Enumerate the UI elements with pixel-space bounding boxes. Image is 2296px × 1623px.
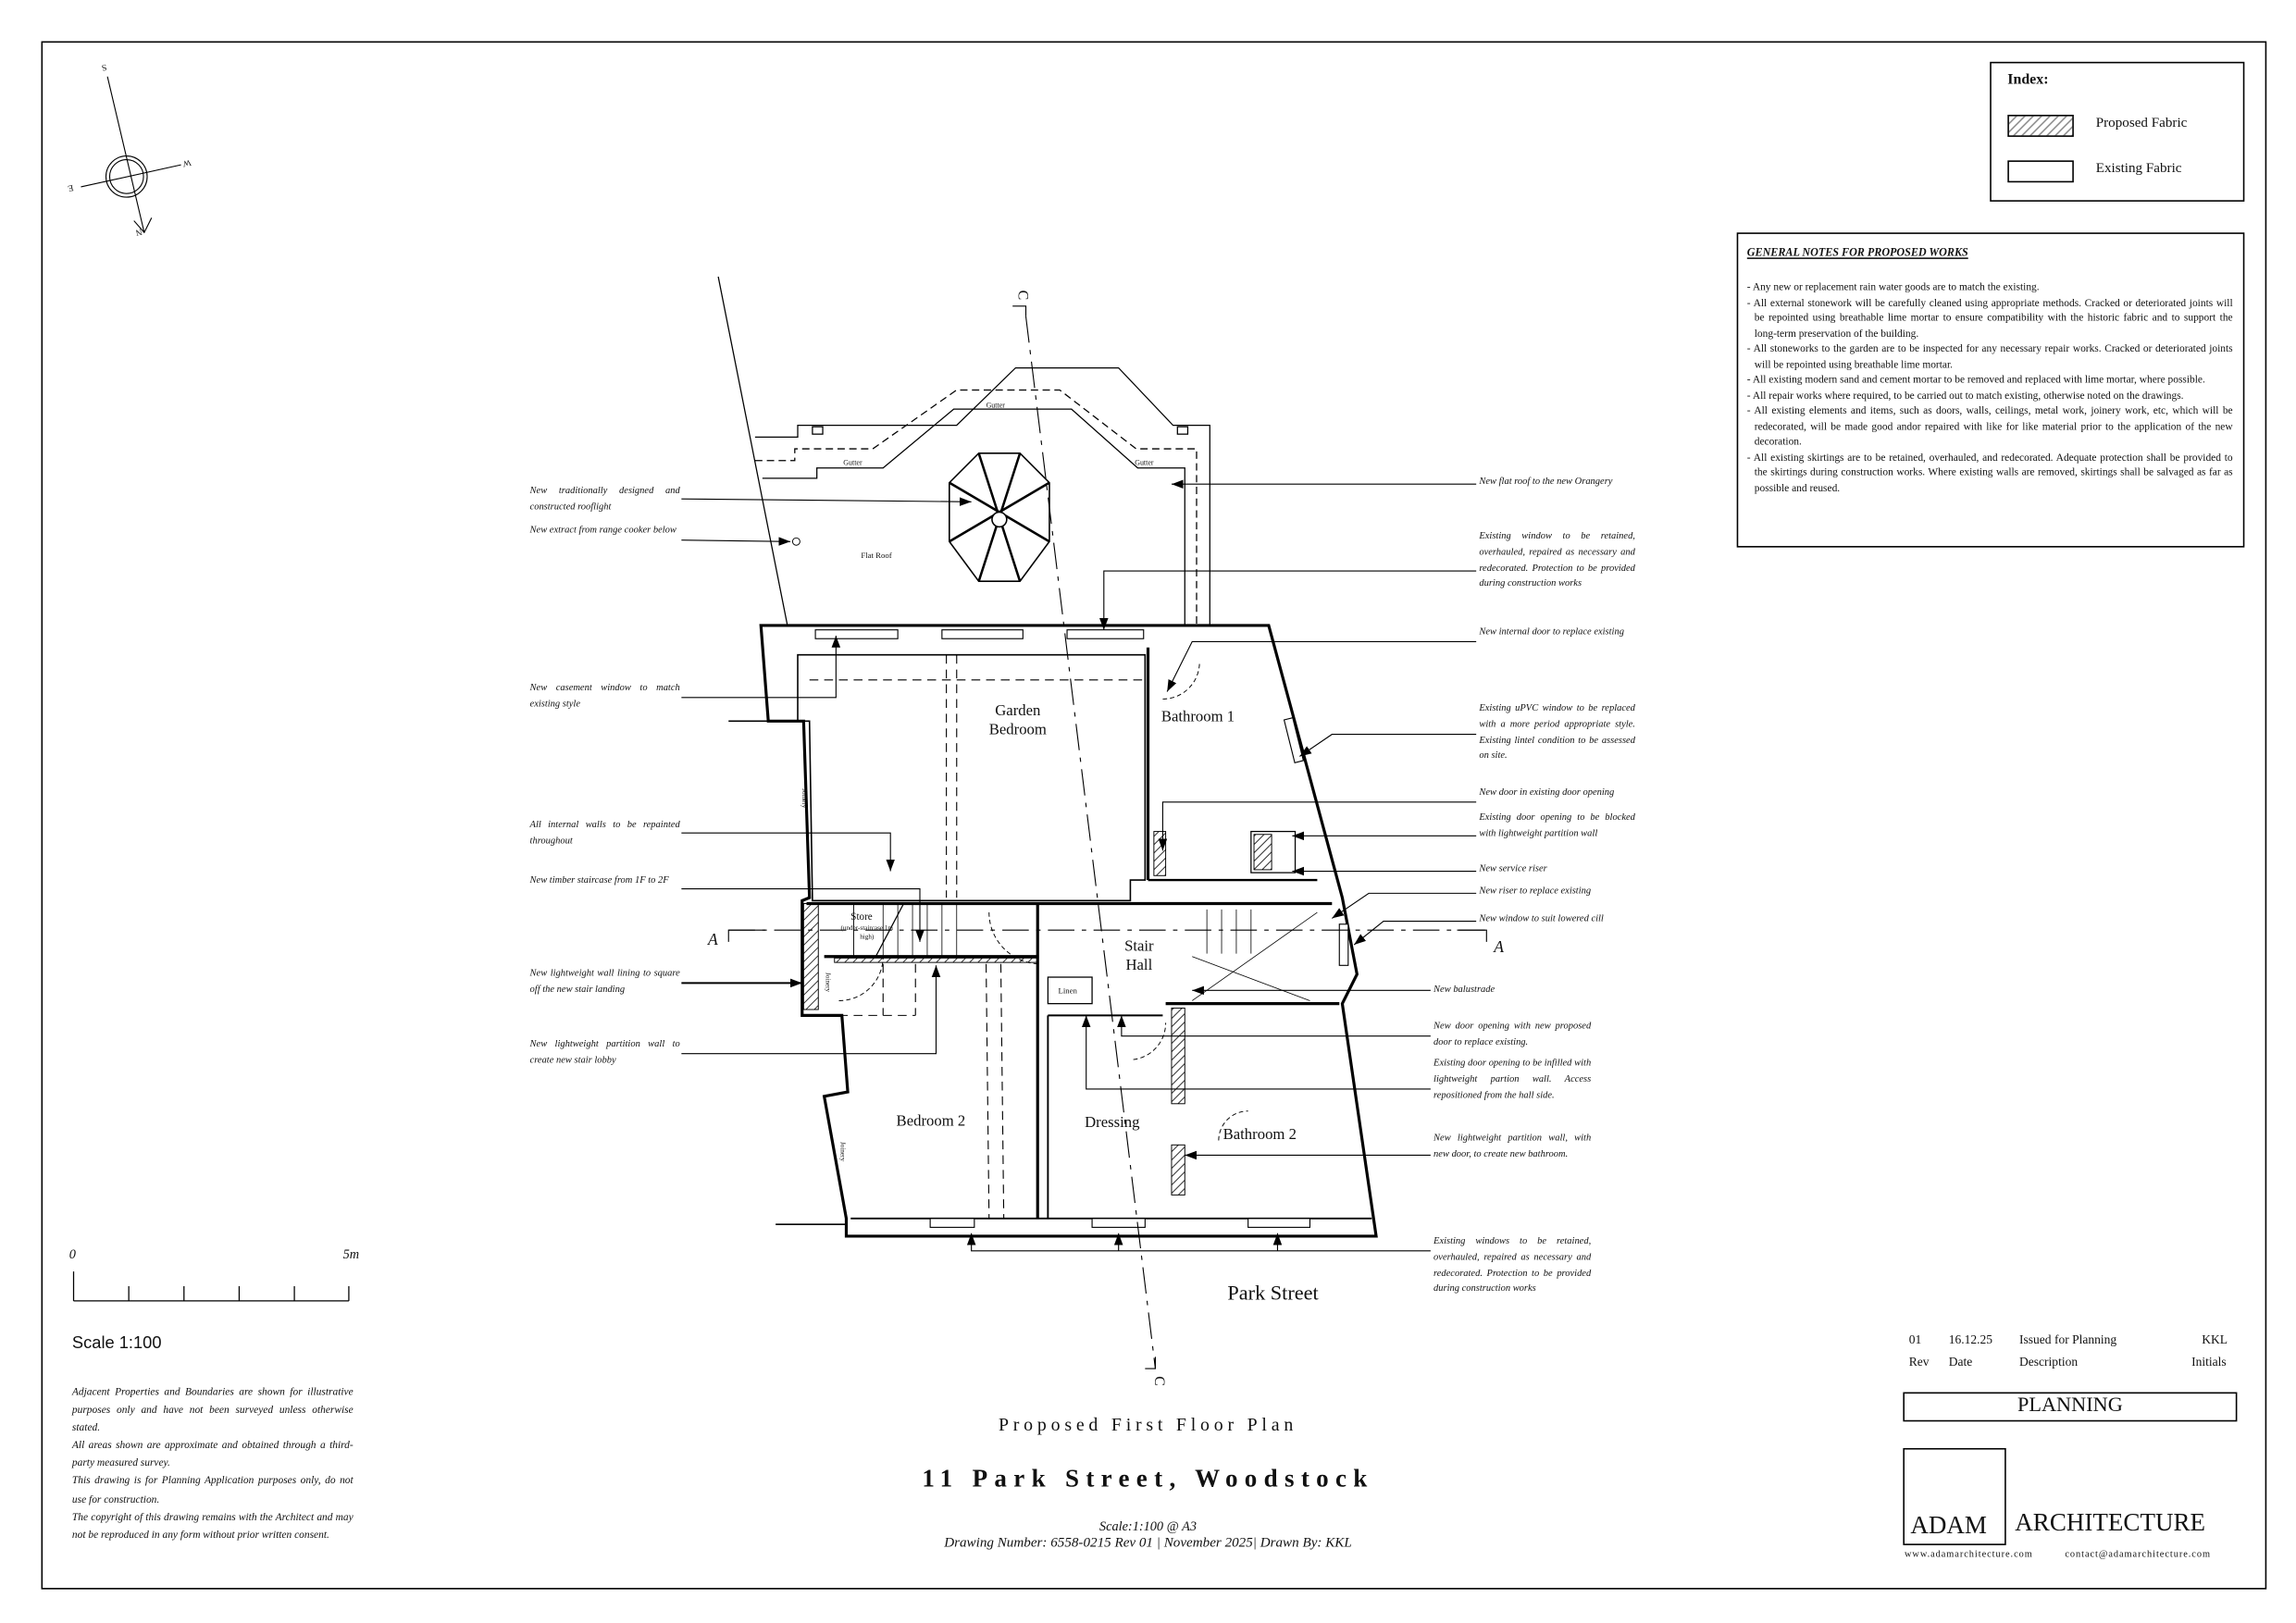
index-legend: Index: Proposed Fabric Existing Fabric [1990,61,2245,202]
annotation: New timber staircase from 1F to 2F [529,875,669,886]
index-title: Index: [2007,71,2049,89]
general-note: - All existing modern sand and cement mo… [1746,373,2205,386]
scale-info: Scale:1:100 @ A3 [1098,1518,1198,1534]
general-note: - All repair works where required, to be… [1746,389,2184,402]
general-note: - All external stonework will be careful… [1746,296,2233,340]
room-label-bathroom-1: Bathroom 1 [1160,709,1235,726]
annotation: New window to suit lowered cill [1479,913,1604,924]
annotation: New traditionally designed and construct… [529,485,680,513]
revision-header-rev: Rev [1908,1354,1930,1369]
room-label-bedroom-2: Bedroom 2 [896,1113,966,1131]
revision-number: 01 [1908,1332,1922,1347]
disclaimer-text: Adjacent Properties and Boundaries are s… [71,1386,354,1434]
revision-date: 16.12.25 [1948,1332,1993,1347]
joinery-label: Joinery [838,1141,847,1162]
north-arrow-icon [81,76,181,234]
annotation-leaders [681,479,1477,1252]
brand-website: www.adamarchitecture.com [1904,1549,2033,1560]
general-note: - All existing skirtings are to be retai… [1746,451,2233,494]
disclaimer-text: This drawing is for Planning Application… [71,1475,354,1505]
annotation: New internal door to replace existing [1479,626,1624,638]
general-note: - All stoneworks to the garden are to be… [1746,342,2233,370]
store-note: (under-staircase 1m high) [840,923,894,941]
revision-header-date: Date [1948,1354,1973,1369]
scale-bar [72,1271,350,1302]
brand-logo-text: ADAM [1910,1511,1987,1540]
annotation: New casement window to match existing st… [529,682,680,710]
annotation: New lightweight wall lining to square of… [529,968,680,995]
compass-west: W [181,156,192,167]
annotation: New riser to replace existing [1479,886,1592,897]
proposed-fabric-swatch [2007,115,2074,137]
annotation: Existing window to be retained, overhaul… [1479,531,1635,589]
revision-description: Issued for Planning [2019,1332,2117,1347]
existing-fabric-swatch [2007,160,2074,183]
disclaimer-text: The copyright of this drawing remains wi… [71,1510,354,1541]
revision-initials: KKL [2202,1332,2228,1347]
project-title: 11 Park Street, Woodstock [922,1464,1374,1493]
general-notes-title: GENERAL NOTES FOR PROPOSED WORKS [1746,245,1968,259]
brand-email: contact@adamarchitecture.com [2065,1549,2211,1560]
room-label-linen: Linen [1058,987,1077,997]
section-lines [727,305,1487,1369]
general-note: - Any new or replacement rain water good… [1746,280,2040,293]
sheet-border [41,41,2267,1590]
disclaimer-notes: Adjacent Properties and Boundaries are s… [72,1383,354,1543]
annotation: All internal walls to be repainted throu… [529,819,680,847]
boundary-line [717,276,788,626]
annotation: Existing uPVC window to be replaced with… [1479,703,1635,762]
annotation: Existing door opening to be blocked with… [1479,812,1635,839]
room-label-store: Store [850,911,873,923]
annotation: New extract from range cooker below [529,525,676,536]
joinery-label: Joinery [800,788,809,809]
joinery-label: Joinery [824,973,832,993]
revision-header-initials: Initials [2191,1354,2227,1369]
brand-name: ARCHITECTURE [2015,1508,2206,1537]
scale-end: 5m [342,1246,360,1261]
section-a-label: A [1494,938,1504,957]
drawing-title: Proposed First Floor Plan [998,1414,1298,1435]
status-badge: PLANNING [1903,1392,2238,1422]
annotation: New service riser [1479,863,1547,874]
room-label-dressing: Dressing [1085,1115,1140,1133]
revision-header-description: Description [2019,1354,2079,1369]
annotation: New door opening with new proposed door … [1433,1021,1592,1048]
general-notes-panel: GENERAL NOTES FOR PROPOSED WORKS - Any n… [1736,232,2245,548]
flat-roof-label: Flat Roof [861,551,892,561]
brand-logo: ADAM [1903,1447,2006,1545]
section-c-label: C [1150,1376,1167,1386]
disclaimer-text: All areas shown are approximate and obta… [71,1439,354,1469]
annotation: New door in existing door opening [1479,787,1615,798]
annotation: New balustrade [1433,984,1496,996]
index-item-label: Existing Fabric [2095,161,2182,177]
scale-label: Scale 1:100 [71,1334,162,1353]
rooflight-icon [949,452,1050,583]
building-walls [728,624,1378,1238]
gutter-label: Gutter [843,460,863,468]
general-note: - All existing elements and items, such … [1746,404,2233,448]
annotation: New lightweight partition wall, with new… [1433,1133,1592,1159]
section-a-label: A [707,931,718,949]
street-label: Park Street [1227,1282,1319,1306]
annotation: Existing door opening to be infilled wit… [1433,1058,1592,1100]
scale-start: 0 [68,1246,76,1261]
room-label-stair-hall: Stair Hall [1124,938,1154,974]
gutter-label: Gutter [986,403,1005,411]
orangery-roof [754,366,1210,626]
annotation: New lightweight partition wall to create… [529,1038,680,1066]
gutter-label: Gutter [1135,460,1154,468]
room-label-garden-bedroom: Garden Bedroom [988,703,1047,739]
annotation: Existing windows to be retained, overhau… [1433,1235,1592,1295]
index-item-label: Proposed Fabric [2095,116,2188,131]
drawing-info: Drawing Number: 6558-0215 Rev 01 | Novem… [944,1536,1352,1552]
room-label-bathroom-2: Bathroom 2 [1222,1127,1297,1144]
section-c-label: C [1013,290,1031,301]
annotation: New flat roof to the new Orangery [1479,477,1613,488]
